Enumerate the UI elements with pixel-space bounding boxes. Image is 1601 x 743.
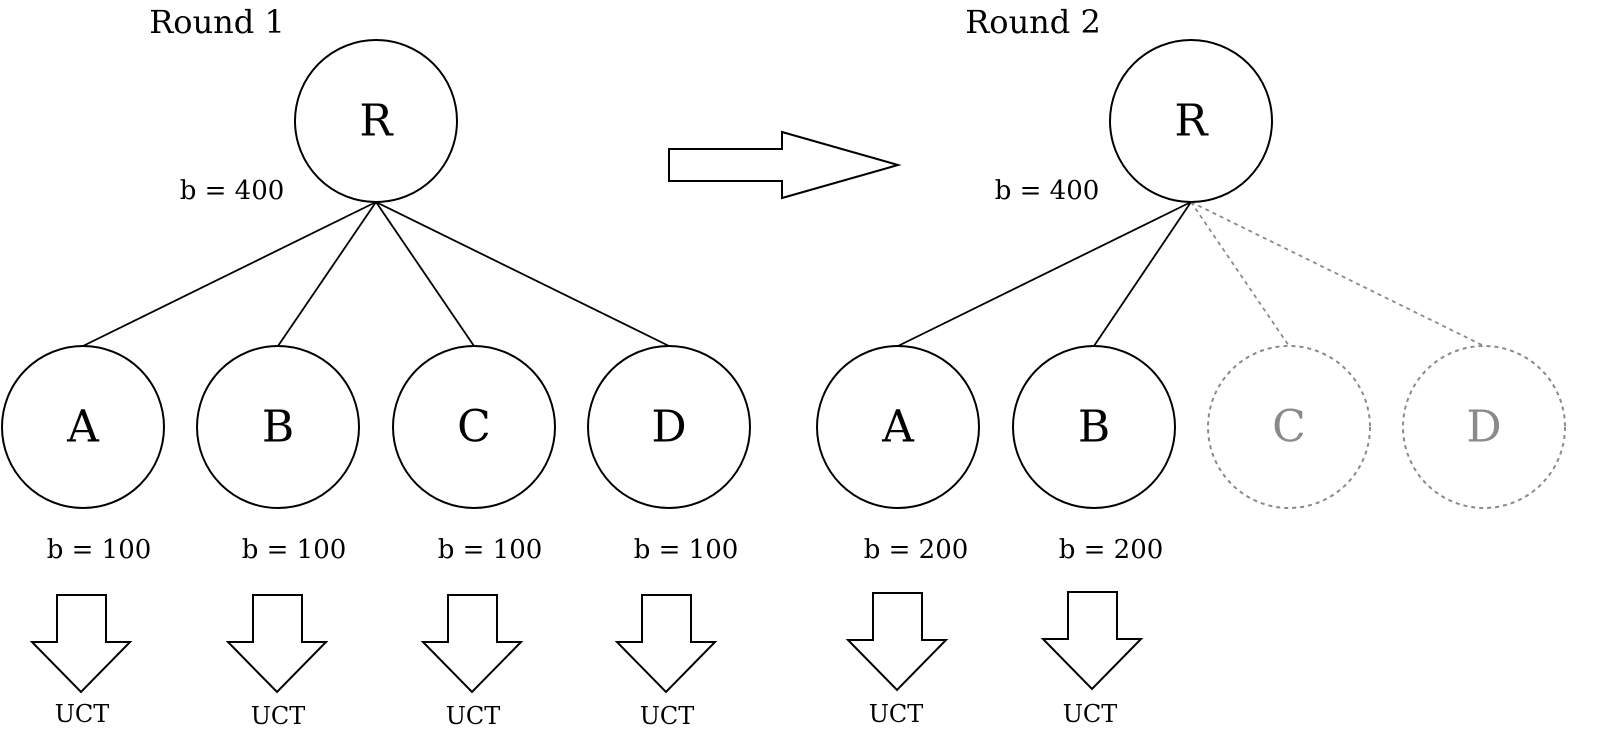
round-title: Round 2 [965,3,1101,41]
child-node-c: C [392,345,556,509]
node-label: D [1466,402,1501,453]
root-node: R [1109,39,1273,203]
edge-r-d-pruned [1190,201,1485,347]
down-arrow-icon [1040,591,1144,691]
down-arrow-icon [845,592,949,692]
uct-label: UCT [1063,700,1118,728]
uct-label: UCT [640,702,695,730]
child-budget: b = 100 [438,535,543,565]
edge-r-b [1093,201,1192,347]
round-title: Round 1 [149,3,285,41]
child-node-d-pruned: D [1402,345,1566,509]
child-node-d: D [587,345,751,509]
node-label: R [1174,96,1209,147]
down-arrow-icon [420,594,524,694]
node-label: A [66,402,100,453]
child-budget: b = 200 [1059,535,1164,565]
down-arrow-icon [614,594,718,694]
uct-label: UCT [446,702,501,730]
down-arrow-icon [29,594,133,694]
right-arrow-icon [668,130,902,200]
edge-r-c [375,201,475,347]
node-label: C [1272,402,1306,453]
child-node-a: A [1,345,165,509]
edge-r-d [375,201,670,347]
root-budget: b = 400 [995,176,1100,206]
root-budget: b = 400 [180,176,285,206]
edge-r-a [82,201,377,347]
down-arrow-icon [225,594,329,694]
uct-label: UCT [55,700,110,728]
round-2: Round 2 R b = 400 A B C D b = 200 b = 20… [816,3,1566,728]
child-node-b: B [1012,345,1176,509]
child-budget: b = 100 [634,535,739,565]
node-label: A [881,402,915,453]
edge-r-b [277,201,377,347]
child-budget: b = 100 [47,535,152,565]
root-node: R [294,39,458,203]
uct-label: UCT [251,702,306,730]
edge-r-a [897,201,1192,347]
child-node-b: B [196,345,360,509]
node-label: B [1078,402,1110,453]
child-budget: b = 200 [864,535,969,565]
child-budget: b = 100 [242,535,347,565]
child-node-a: A [816,345,980,509]
uct-label: UCT [869,700,924,728]
edge-r-c-pruned [1190,201,1290,347]
round-1: Round 1 R b = 400 A B C D b = 100 b = 10… [1,3,751,730]
node-label: R [359,96,394,147]
node-label: B [262,402,294,453]
node-label: D [651,402,686,453]
node-label: C [457,402,491,453]
child-node-c-pruned: C [1207,345,1371,509]
